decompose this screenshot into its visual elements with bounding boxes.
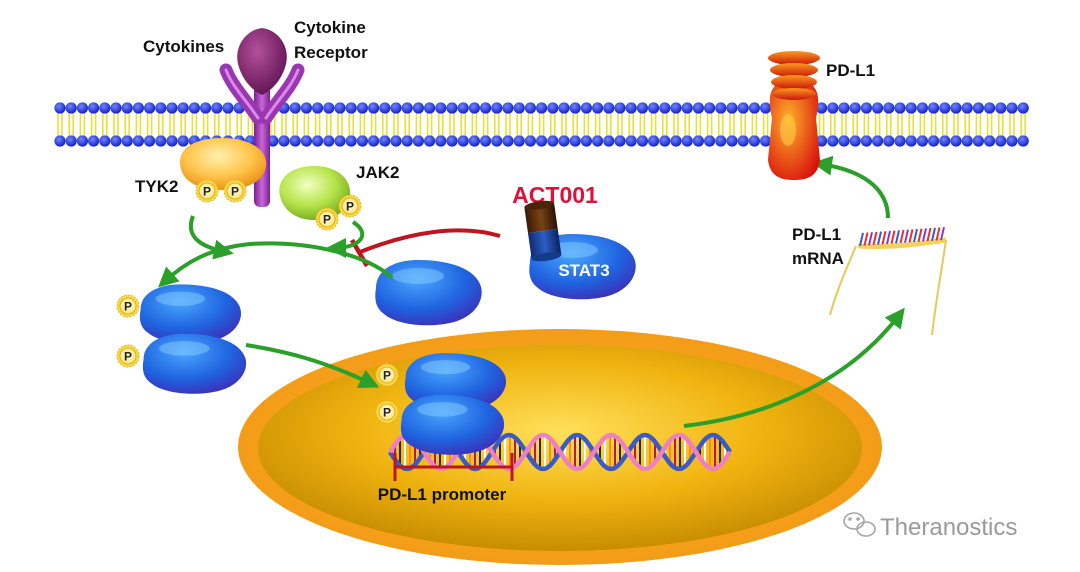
watermark-text: Theranostics xyxy=(880,514,1017,541)
nuclear-stat3-phospho-2: P xyxy=(375,400,399,424)
act001-drug-capsule xyxy=(524,200,562,262)
phospho-stat3-dimer xyxy=(139,284,247,394)
nuclear-stat3-phospho-1: P xyxy=(375,363,399,387)
pdl1-mrna xyxy=(829,226,947,336)
tyk2-label: TYK2 xyxy=(135,177,178,196)
jak2-kinase xyxy=(279,166,351,220)
cytokine-receptor xyxy=(219,63,305,207)
stat3-label: STAT3 xyxy=(558,261,609,280)
phospho-label: P xyxy=(124,300,132,314)
cytokines-label: Cytokines xyxy=(143,37,224,56)
stat3-phospho-2: P xyxy=(116,344,140,368)
pdl1-label: PD-L1 xyxy=(826,61,875,80)
jak2-phospho-1: P xyxy=(315,207,339,231)
wechat-icon xyxy=(843,512,876,537)
jak2-phospho-2: P xyxy=(338,194,362,218)
phospho-label: P xyxy=(383,406,391,420)
phospho-label: P xyxy=(383,369,391,383)
translation-arrow xyxy=(812,155,890,219)
tyk2-phospho-2: P xyxy=(223,179,247,203)
signaling-arrows xyxy=(158,155,905,428)
stat3-phosphorylation-arrow xyxy=(158,241,394,288)
watermark: Theranostics xyxy=(843,512,1017,541)
act001-label: ACT001 xyxy=(512,182,598,208)
jak2-label: JAK2 xyxy=(356,163,399,182)
stat3-phospho-1: P xyxy=(116,294,140,318)
phospho-label: P xyxy=(203,185,211,199)
pdl1-membrane-protein xyxy=(768,51,820,180)
mrna-codons xyxy=(859,226,945,247)
nuclear-translocation-arrow xyxy=(245,343,380,388)
cytokine-receptor-label-line1: Cytokine xyxy=(294,18,366,37)
tyk2-activation-arrow xyxy=(188,215,234,260)
nucleus xyxy=(238,329,882,565)
tyk2-phospho-1: P xyxy=(195,179,219,203)
transcription-arrow xyxy=(683,307,905,428)
pdl1-promoter-bracket xyxy=(393,453,514,481)
cytokine-receptor-label-line2: Receptor xyxy=(294,43,368,62)
stat3-monomer xyxy=(375,260,482,326)
tyk2-kinase xyxy=(180,138,267,190)
phospho-label: P xyxy=(323,213,331,227)
pdl1-mrna-label-line2: mRNA xyxy=(792,249,844,268)
jak2-activation-arrow xyxy=(326,220,365,258)
pdl1-mrna-label-line1: PD-L1 xyxy=(792,225,841,244)
pdl1-promoter-label: PD-L1 promoter xyxy=(378,485,507,504)
cell-membrane xyxy=(54,102,1029,147)
cytokine-ligand xyxy=(237,28,287,95)
phospho-label: P xyxy=(231,185,239,199)
phospho-label: P xyxy=(124,350,132,364)
phospho-label: P xyxy=(346,200,354,214)
